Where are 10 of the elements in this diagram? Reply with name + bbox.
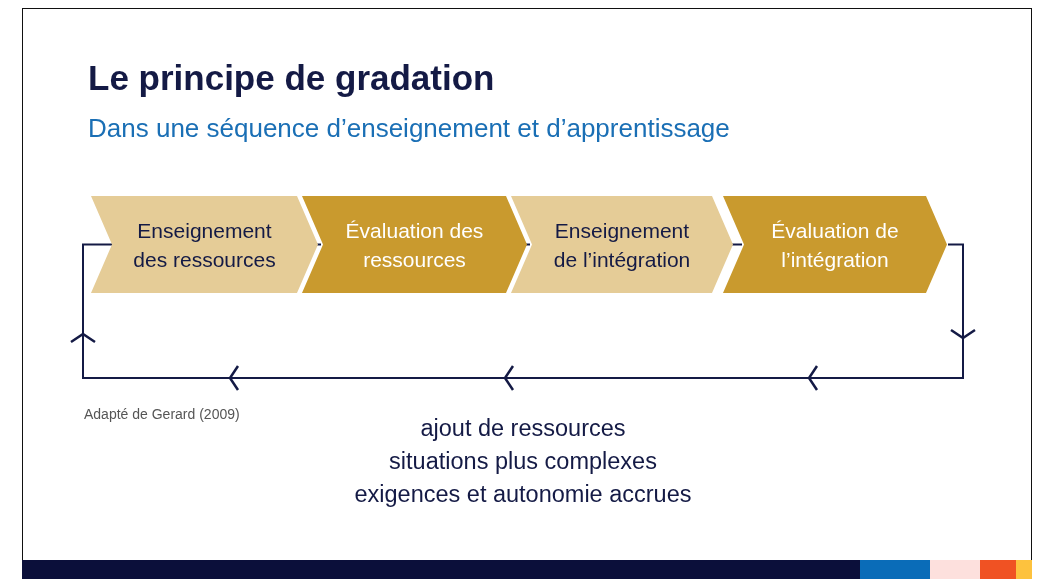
summary-text: exigences et autonomie accrues	[353, 480, 693, 509]
step-label: Enseignement des ressources	[132, 217, 277, 273]
step-label: Évaluation des ressources	[344, 217, 485, 273]
source-note: Adapté de Gerard (2009)	[84, 406, 240, 422]
summary-text: ajout de ressources	[419, 414, 627, 443]
step-label: Enseignement de l’intégration	[552, 217, 692, 273]
step-label: Évaluation de l’intégration	[770, 217, 900, 273]
slide-title: Le principe de gradation	[88, 58, 495, 98]
slide-subtitle: Dans une séquence d’enseignement et d’apprentissage	[88, 113, 730, 144]
summary-text: situations plus complexes	[388, 447, 658, 476]
